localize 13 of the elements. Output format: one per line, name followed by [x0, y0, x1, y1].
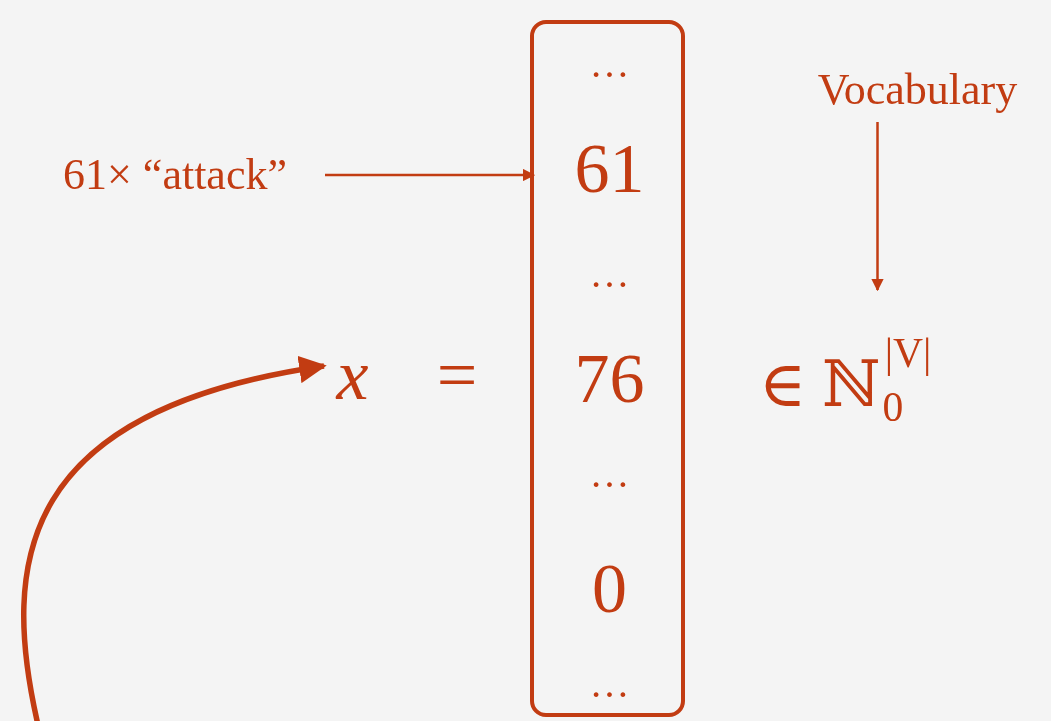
arrow — [21, 357, 327, 721]
equation-label: x = — [324, 335, 490, 415]
ellipsis: … — [534, 444, 685, 504]
vector-entry: 61 — [534, 124, 685, 214]
ellipsis: … — [534, 654, 685, 714]
vocabulary-label: Vocabulary — [790, 60, 1045, 120]
arrow — [871, 122, 884, 292]
vector-entry: 0 — [534, 544, 685, 634]
vector-box — [530, 20, 685, 717]
vector-entry: 76 — [534, 334, 685, 424]
ellipsis: … — [534, 34, 685, 94]
term-label: 61× “attack” — [25, 145, 325, 205]
ellipsis: … — [534, 244, 685, 304]
